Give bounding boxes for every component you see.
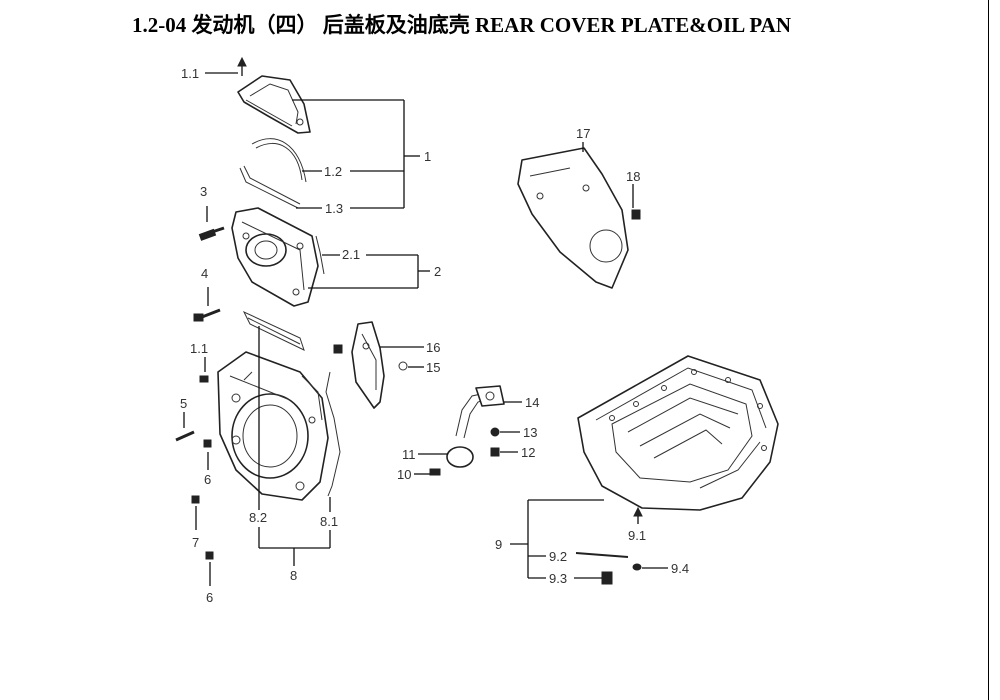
callout-1: 1 [424,149,431,164]
part-1-1-bolt-top [237,56,247,76]
part-9-3-plug [601,571,613,585]
callout-9-3: 9.3 [549,571,567,586]
part-9-oil-pan [577,355,779,511]
callout-9-2: 9.2 [549,549,567,564]
callout-9: 9 [495,537,502,552]
callout-13: 13 [523,425,537,440]
part-13-washer [490,427,500,437]
part-16-bolt [333,344,343,354]
callout-1-2: 1.2 [324,164,342,179]
part-2-1-seal-strip [315,235,325,275]
callout-5: 5 [180,396,187,411]
leader-lines [205,72,668,579]
part-8-flywheel-housing [217,351,329,501]
callout-15: 15 [426,360,440,375]
part-3-bolt [198,206,225,241]
part-18-bolt [631,209,641,220]
part-1-1-bolt-left [199,357,209,383]
callout-1-3: 1.3 [325,201,343,216]
part-2-rear-plate [231,207,319,307]
part-14-gasket [475,385,505,407]
callout-10: 10 [397,467,411,482]
part-9-4-washer [632,563,642,571]
part-5-bolt [175,412,195,442]
callout-16: 16 [426,340,440,355]
callout-1-1-top: 1.1 [181,66,199,81]
part-6-bolt-b [205,551,214,586]
callout-17: 17 [576,126,590,141]
callout-8-2: 8.2 [249,510,267,525]
frame-gasket [242,310,305,351]
part-8-1-seal-strip [325,371,341,497]
callout-12: 12 [521,445,535,460]
callout-9-1: 9.1 [628,528,646,543]
callout-8-1: 8.1 [320,514,338,529]
part-10-bolt [429,468,441,476]
callout-4: 4 [201,266,208,281]
part-1-3-gasket-strip [239,165,301,209]
callout-8: 8 [290,568,297,583]
callout-6-upper: 6 [204,472,211,487]
part-16-bracket [351,321,385,409]
callout-11: 11 [402,447,416,462]
callout-1-1-left: 1.1 [190,341,208,356]
page-border [988,0,989,700]
part-15-nut [398,361,408,371]
part-1-upper-cover [237,75,311,134]
part-17-end-plate [517,147,629,289]
callout-18: 18 [626,169,640,184]
callout-6-lower: 6 [206,590,213,605]
callout-14: 14 [525,395,539,410]
page-title: 1.2-04 发动机（四） 后盖板及油底壳 REAR COVER PLATE&O… [132,13,791,37]
part-4-bolt [193,287,221,322]
callout-3: 3 [200,184,207,199]
part-12-nut [490,447,500,457]
part-1-2-arc-seal [251,138,307,183]
part-6-bolt-a [203,439,212,470]
callout-2-1: 2.1 [342,247,360,262]
part-9-2-dipstick-tube [575,552,629,558]
callout-9-4: 9.4 [671,561,689,576]
part-7-bolt [191,495,200,530]
callout-7: 7 [192,535,199,550]
callout-2: 2 [434,264,441,279]
part-9-1-drain-plug [633,506,643,517]
